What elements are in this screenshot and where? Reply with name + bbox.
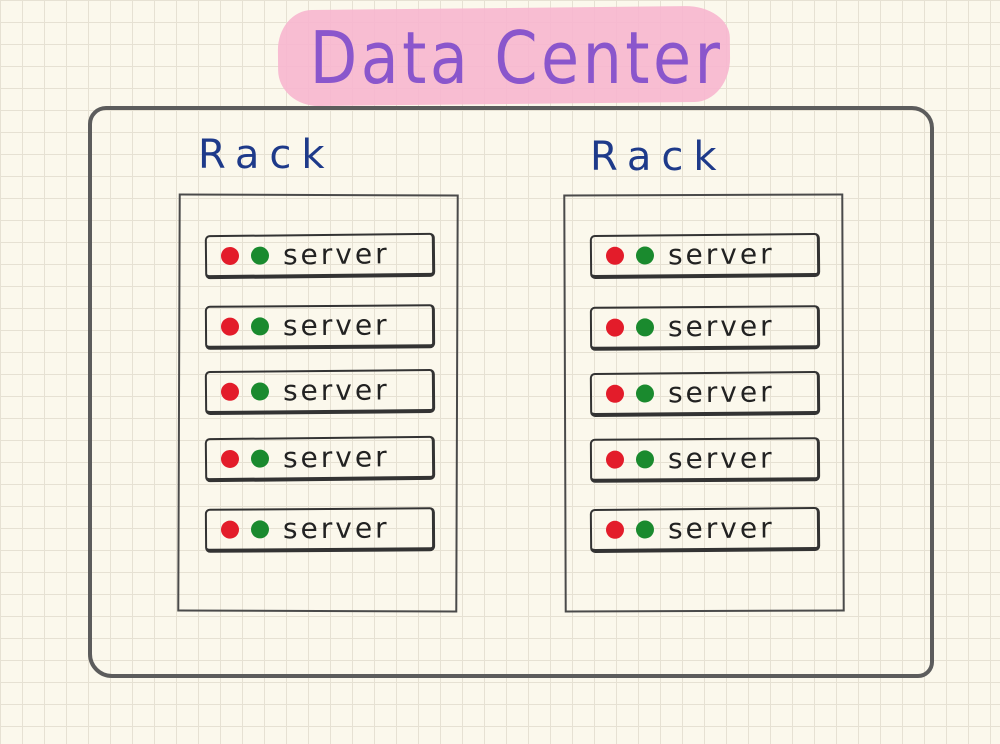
server-unit: server <box>204 304 436 350</box>
green-status-led-icon <box>635 246 655 265</box>
server-unit: server <box>204 232 436 280</box>
green-status-led-icon <box>250 520 270 539</box>
red-status-led-icon <box>605 450 625 469</box>
red-status-led-icon <box>220 382 240 401</box>
server-unit: server <box>589 232 821 280</box>
server-unit: server <box>204 507 436 553</box>
green-status-led-icon <box>635 450 655 469</box>
green-status-led-icon <box>635 384 655 403</box>
server-label: server <box>667 237 775 272</box>
green-status-led-icon <box>250 382 270 401</box>
server-unit: server <box>589 370 821 418</box>
server-label: server <box>667 375 775 410</box>
server-unit: server <box>589 437 821 483</box>
green-status-led-icon <box>250 317 270 336</box>
red-status-led-icon <box>220 520 240 539</box>
server-unit: server <box>589 305 821 351</box>
green-status-led-icon <box>635 520 655 539</box>
rack-label: Rack <box>590 134 727 180</box>
red-status-led-icon <box>605 246 625 265</box>
diagram-title: Data Center <box>309 16 724 100</box>
green-status-led-icon <box>635 318 655 337</box>
red-status-led-icon <box>605 384 625 403</box>
server-label: server <box>667 441 775 476</box>
server-unit: server <box>589 506 821 554</box>
rack-label: Rack <box>198 132 335 178</box>
red-status-led-icon <box>220 449 240 469</box>
red-status-led-icon <box>220 317 240 336</box>
server-label: server <box>667 309 775 344</box>
datacenter-frame <box>88 106 934 678</box>
red-status-led-icon <box>220 246 240 266</box>
server-label: server <box>282 440 390 475</box>
server-unit: server <box>204 368 436 416</box>
server-label: server <box>282 511 390 546</box>
server-unit: server <box>204 435 436 483</box>
server-label: server <box>282 237 390 272</box>
green-status-led-icon <box>250 246 270 265</box>
red-status-led-icon <box>605 520 625 539</box>
green-status-led-icon <box>250 449 270 468</box>
server-label: server <box>282 308 390 343</box>
red-status-led-icon <box>605 318 625 337</box>
server-label: server <box>667 511 775 546</box>
server-label: server <box>282 373 390 408</box>
